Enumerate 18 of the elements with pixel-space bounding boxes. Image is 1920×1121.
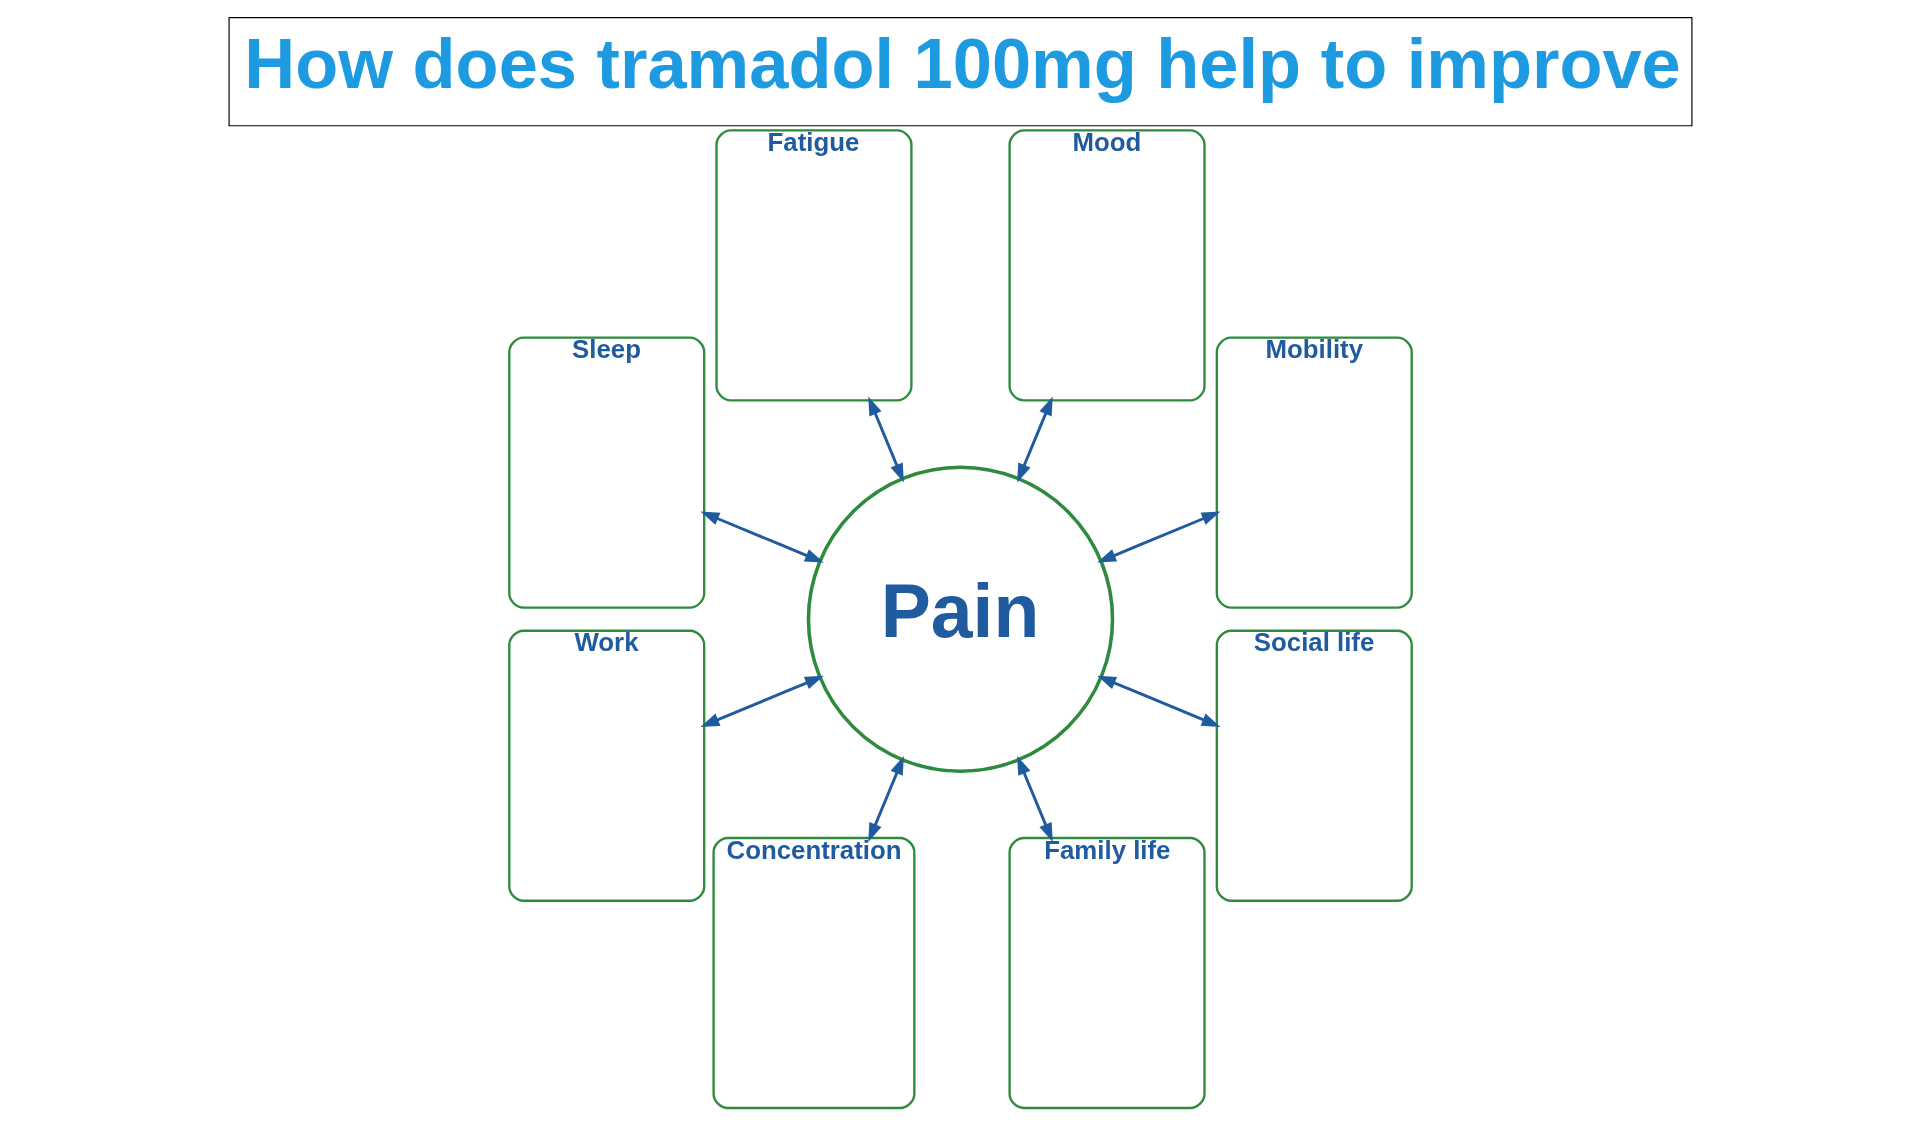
node-box: Mood — [1007, 129, 1206, 402]
arrow — [1096, 675, 1220, 727]
node-circle: Pain — [806, 465, 1114, 773]
arrow — [867, 396, 904, 483]
arrow — [700, 511, 824, 563]
arrow — [1016, 396, 1053, 483]
node-box: Social life — [1215, 629, 1413, 902]
diagram-title: How does tramadol 100mg help to improve — [243, 24, 1681, 104]
node-box: Mobility — [1215, 336, 1413, 609]
arrow — [1016, 755, 1053, 842]
arrow — [867, 755, 904, 842]
arrow — [700, 675, 824, 727]
node-box: Concentration — [711, 836, 915, 1110]
node-box: Family life — [1007, 836, 1206, 1110]
node-box: Sleep — [507, 336, 705, 609]
arrow — [1096, 511, 1220, 563]
node-box: Work — [507, 629, 705, 902]
node-box: Fatigue — [714, 129, 913, 402]
